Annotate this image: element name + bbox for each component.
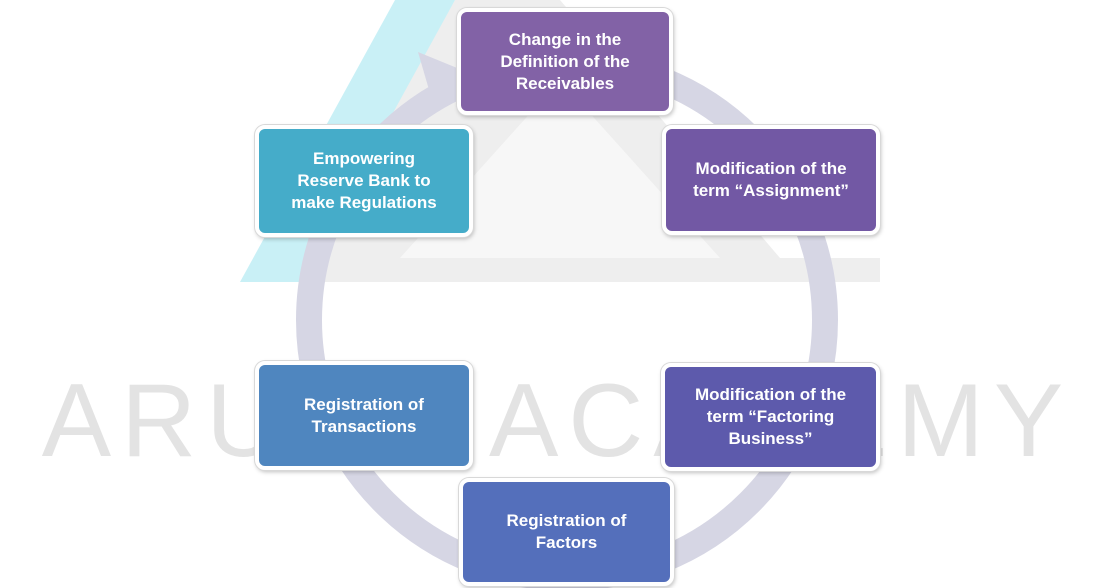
node-registration-transactions: Registration of Transactions [255,361,473,470]
watermark-logo-inner [400,80,720,258]
watermark-text: ARUNS ACADEMY [41,363,1074,479]
node-modification-factoring-business: Modification of the term “Factoring Busi… [661,363,880,471]
node-empowering-reserve-bank: Empowering Reserve Bank to make Regulati… [255,125,473,237]
node-change-definition-receivables: Change in the Definition of the Receivab… [457,8,673,115]
node-modification-assignment: Modification of the term “Assignment” [662,125,880,235]
node-registration-factors: Registration of Factors [459,478,674,586]
cycle-arrowhead [418,52,462,100]
